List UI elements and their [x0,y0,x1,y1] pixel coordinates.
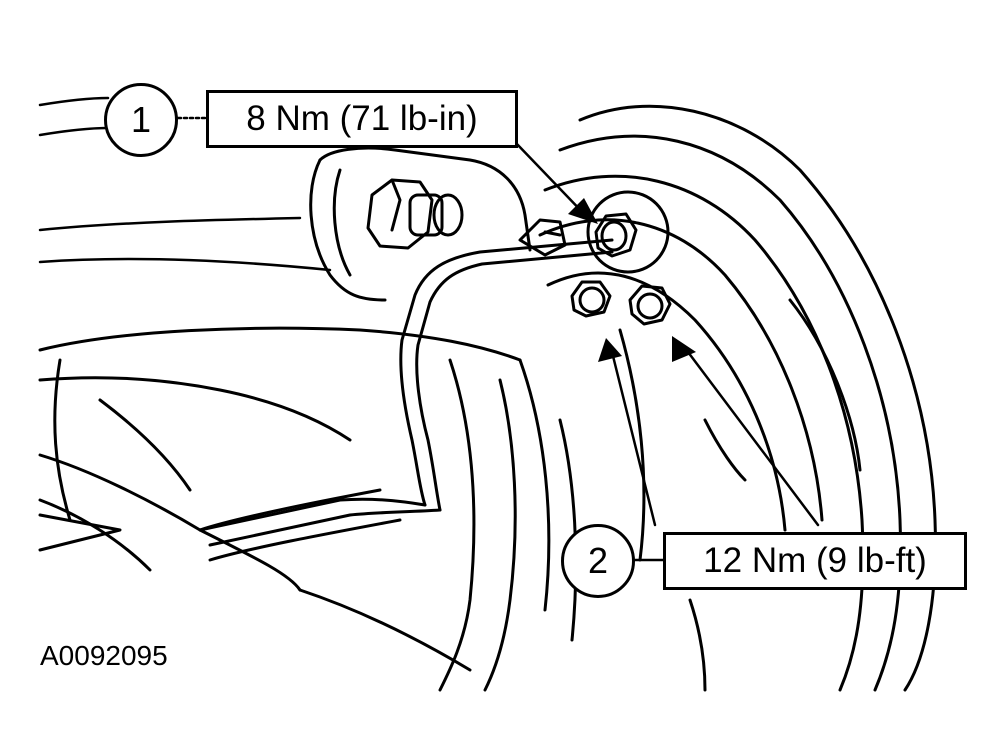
callout-1-label: 1 [130,99,152,140]
rotor-outline [538,104,937,692]
callout-2-label: 2 [587,540,609,581]
arrowheads [568,198,696,362]
knuckle-body [38,146,707,692]
upper-fitting-nut [586,190,670,274]
callout-number-1: 1 [104,83,178,157]
brake-tube [198,218,614,547]
knuckle-stud-nut [366,178,464,250]
leader-lines [176,116,820,562]
torque-spec-2-text: 12 Nm (9 lb-ft) [703,541,927,580]
torque-spec-1-text: 8 Nm (71 lb-in) [246,99,478,138]
figure-id-label: A0092095 [40,640,168,671]
callout-number-2: 2 [561,524,635,598]
torque-spec-box-2: 12 Nm (9 lb-ft) [663,532,967,590]
lower-bolts [570,280,672,326]
torque-spec-box-1: 8 Nm (71 lb-in) [206,90,518,148]
